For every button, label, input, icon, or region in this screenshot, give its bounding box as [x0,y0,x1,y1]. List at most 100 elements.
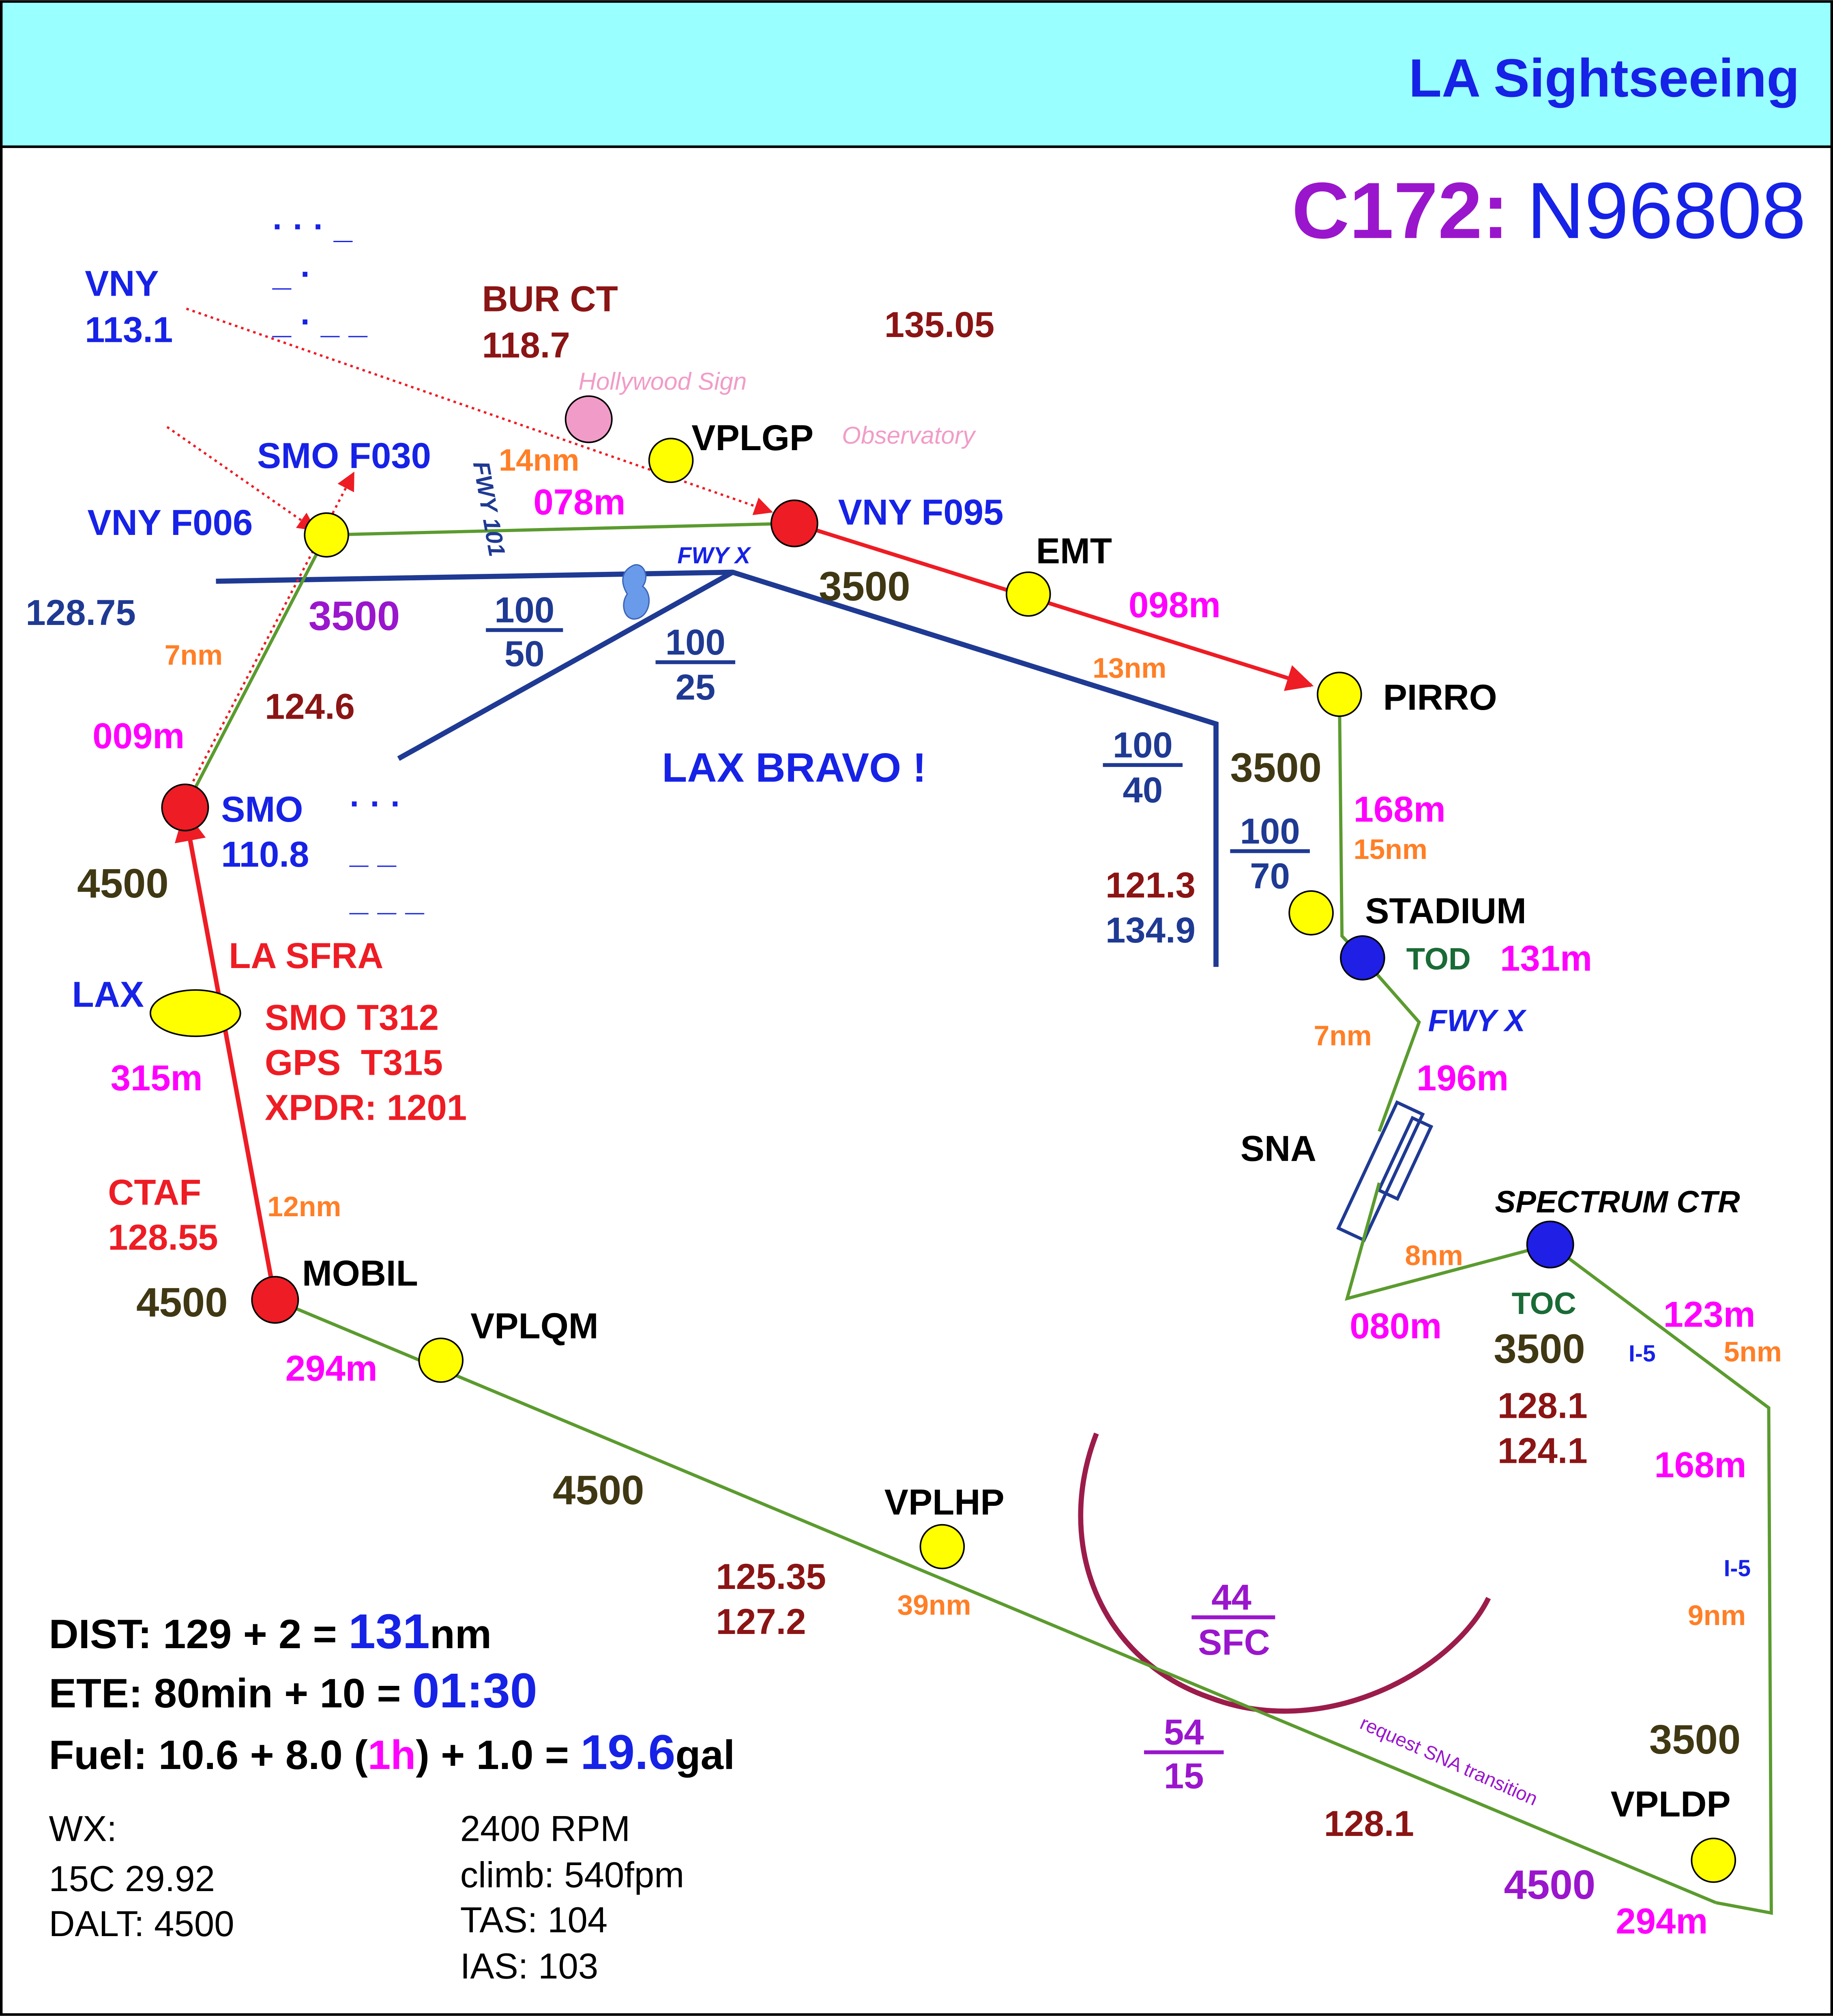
distance-9nm: 9nm [1688,1599,1746,1631]
distance-13nm: 13nm [1093,652,1166,684]
sfra-gps-t315: GPS T315 [265,1042,443,1082]
leg-vpldp-mobil [274,1298,1717,1904]
waypoint-smo-icon [161,784,209,831]
waypoint-stadium-icon [1288,890,1334,936]
svg-text:100: 100 [1240,811,1300,851]
distance-14nm: 14nm [499,443,580,478]
svg-text:15: 15 [1164,1756,1204,1796]
sfra-smo-t312: SMO T312 [265,997,439,1037]
flight-summary: DIST: 129 + 2 = 131nm ETE: 80min + 10 = … [49,1604,735,1780]
toc-label: TOC [1512,1286,1576,1321]
bravo-fraction-100-40: 100 40 [1103,725,1183,810]
frequency-125-35: 125.35 [716,1557,826,1597]
weather-line-3: DALT: 4500 [49,1904,234,1944]
frequency-121-3: 121.3 [1105,865,1196,905]
frequency-128-75: 128.75 [26,593,135,633]
vny-morse-1: · · · _ [273,208,353,245]
performance-block: 2400 RPM climb: 540fpm TAS: 104 IAS: 103 [460,1808,684,1986]
svg-text:50: 50 [504,633,545,674]
altitude-4500-coast: 4500 [553,1467,644,1513]
bravo-fraction-100-50: 100 50 [486,590,563,674]
ctaf-frequency: 128.55 [108,1217,218,1257]
hollywood-sign-icon [564,395,613,443]
page-title: LA Sightseeing [1409,48,1800,108]
aircraft-tail: N96808 [1527,166,1806,255]
waypoint-spectrum-ctr-icon [1526,1220,1574,1269]
altitude-4500-vpldp: 4500 [1504,1862,1596,1908]
performance-tas: TAS: 104 [460,1900,607,1940]
vny-morse-3: _ · _ _ [272,303,368,340]
smo-morse-1: · · · [350,785,401,822]
altitude-3500-smo: 3500 [309,593,400,639]
heading-294m-vpldp: 294m [1616,1901,1708,1941]
frequency-134-9: 134.9 [1105,910,1196,950]
frequency-127-2: 127.2 [716,1602,806,1642]
frequency-135-05: 135.05 [884,305,994,345]
svg-text:40: 40 [1123,770,1163,810]
i5-label-bottom: I-5 [1724,1556,1751,1582]
vny-label: VNY [85,263,159,303]
waypoint-emt-icon [1005,571,1051,617]
class-c-fraction-54-15: 54 15 [1144,1712,1224,1796]
waypoint-mobil-icon [251,1276,299,1324]
vny-f095-label: VNY F095 [838,492,1004,532]
distance-39nm: 39nm [897,1589,971,1621]
hollywood-sign-label: Hollywood Sign [578,367,747,395]
mobil-label: MOBIL [302,1253,418,1293]
waypoint-vplgp-icon [648,438,694,483]
smo-vor-label: SMO [221,789,303,829]
aircraft-type: C172: [1292,166,1509,255]
svg-text:70: 70 [1250,856,1290,896]
observatory-label: Observatory [842,421,977,449]
heading-168m-i5: 168m [1654,1445,1746,1485]
altitude-3500-vpldp: 3500 [1649,1717,1741,1763]
leg-f006-f095 [326,522,794,537]
waypoint-tod-icon [1340,935,1385,981]
spectrum-ctr-label: SPECTRUM CTR [1495,1185,1740,1219]
i5-label-top: I-5 [1629,1341,1656,1367]
distance-12nm: 12nm [267,1191,341,1222]
svg-text:100: 100 [665,622,725,662]
bur-ct-label: BUR CT [482,279,618,319]
lax-bravo-warning: LAX BRAVO ! [662,745,926,791]
vplhp-label: VPLHP [884,1482,1005,1522]
pirro-label: PIRRO [1383,677,1497,717]
la-sfra-label: LA SFRA [229,936,383,976]
heading-315m: 315m [111,1058,203,1098]
stadium-label: STADIUM [1365,891,1526,931]
performance-climb: climb: 540fpm [460,1855,684,1895]
distance-8nm: 8nm [1405,1239,1463,1271]
weather-block: WX: 15C 29.92 DALT: 4500 [49,1808,234,1944]
chart-labels: VNY 113.1 · · · _ _ · _ · _ _ BUR CT 118… [26,208,1782,1941]
vplqm-label: VPLQM [470,1306,599,1346]
sna-airspace-arc [1078,1432,1491,1714]
fwy-x-label-top: FWY X [677,543,751,569]
sfra-xpdr-1201: XPDR: 1201 [265,1087,467,1127]
altitude-4500-smo: 4500 [77,861,169,906]
smo-morse-2: _ _ [349,833,397,870]
waypoint-vplhp-icon [919,1524,965,1569]
summary-fuel: Fuel: 10.6 + 8.0 (1h) + 1.0 = 19.6gal [49,1725,735,1780]
frequency-128-1-toc: 128.1 [1498,1386,1588,1426]
waypoint-vny-f095-icon [770,499,818,547]
svg-text:54: 54 [1164,1712,1204,1752]
vpldp-label: VPLDP [1611,1784,1731,1824]
heading-080m: 080m [1350,1306,1442,1346]
bravo-boundary-north [216,569,1219,967]
performance-ias: IAS: 103 [460,1946,598,1986]
distance-7nm-tod: 7nm [1314,1020,1372,1051]
tod-label: TOD [1406,942,1471,976]
summary-distance: DIST: 129 + 2 = 131nm [49,1604,492,1659]
class-c-fraction-44-sfc: 44 SFC [1191,1577,1275,1662]
heading-123m: 123m [1663,1295,1756,1335]
heading-196m: 196m [1417,1058,1509,1098]
vny-frequency: 113.1 [85,310,173,350]
airspace-fractions: 100 50 100 25 100 40 100 70 44 SFC 54 15 [486,590,1310,1796]
bravo-fraction-100-25: 100 25 [655,622,736,707]
heading-294m-mobil: 294m [285,1348,378,1389]
bravo-boundary-west [397,570,734,761]
route-legs [174,521,1773,1915]
